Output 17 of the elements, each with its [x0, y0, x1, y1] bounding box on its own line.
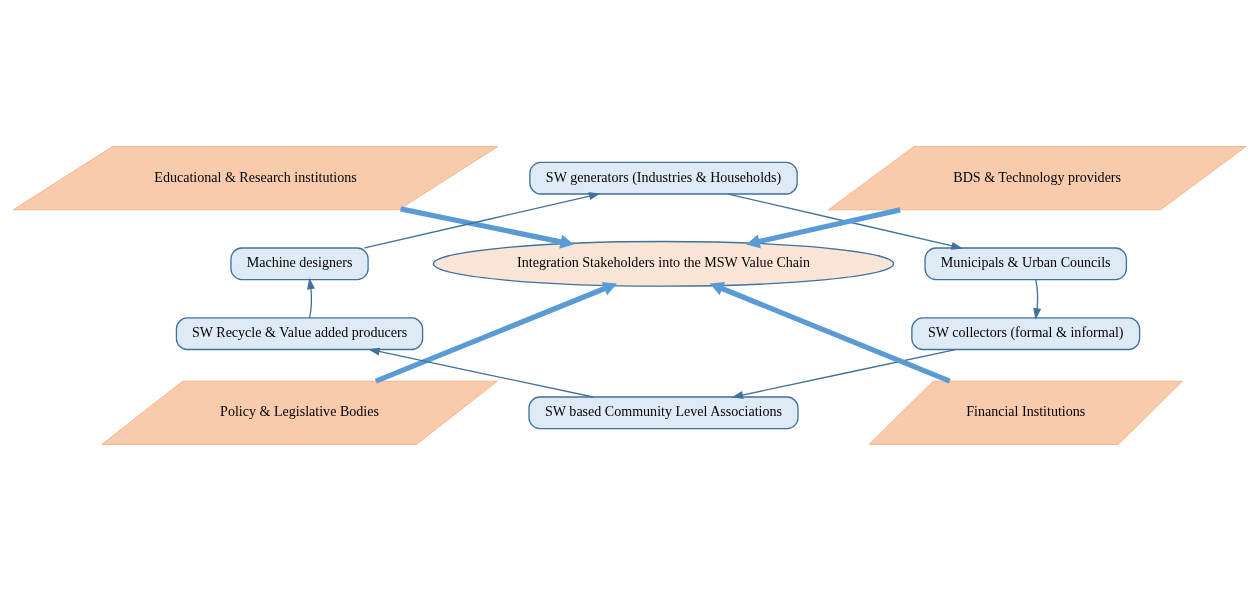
node-box: SW collectors (formal & informal) [911, 317, 1141, 351]
arrow [364, 192, 601, 249]
arrow [731, 348, 957, 399]
node-box: SW generators (Industries & Households) [529, 161, 798, 195]
arrow [374, 282, 617, 384]
arrow [400, 206, 574, 249]
arrow [709, 282, 951, 384]
arrow [746, 207, 901, 249]
arrow [727, 193, 963, 250]
arrow [368, 347, 594, 398]
node-box: SW based Community Level Associations [528, 396, 799, 430]
node-box: SW Recycle & Value added producers [175, 317, 424, 351]
node-box: Machine designers [230, 247, 369, 281]
arrow [307, 277, 315, 319]
node-ellipse: Integration Stakeholders into the MSW Value Chain [432, 240, 895, 287]
arrow [1033, 279, 1042, 320]
node-box: Municipals & Urban Councils [924, 247, 1128, 281]
